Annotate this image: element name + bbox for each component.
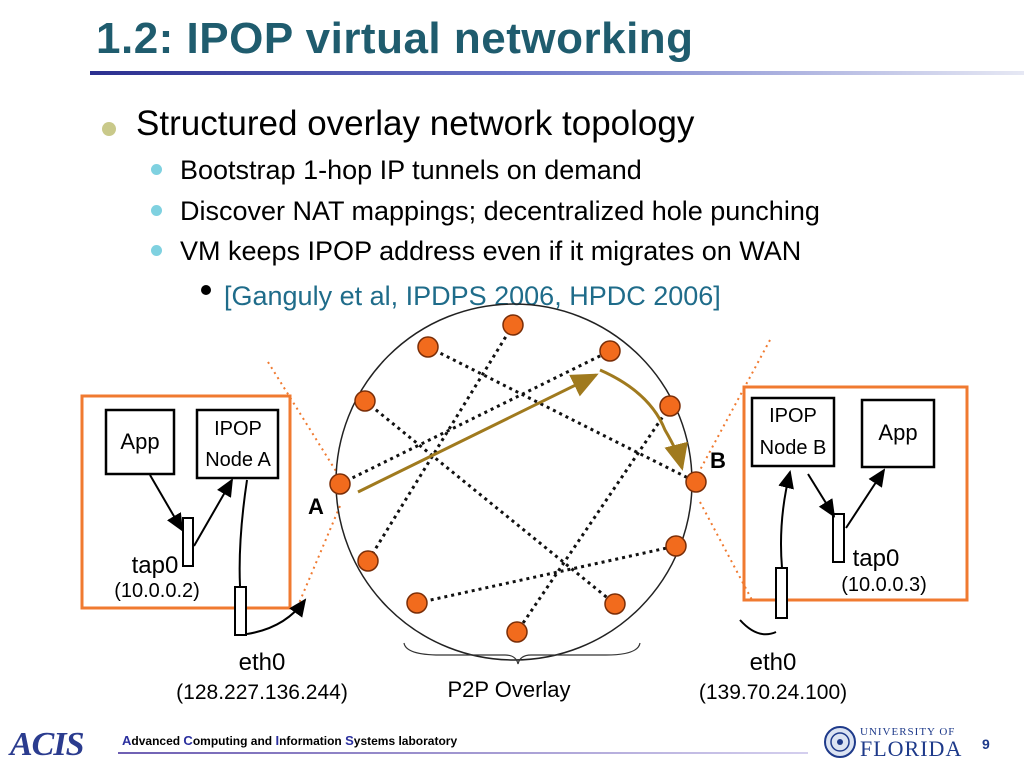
host-a-box bbox=[80, 394, 292, 610]
overlay-node bbox=[406, 592, 428, 614]
overlay-ring bbox=[335, 303, 693, 661]
eth0-b-pipe bbox=[775, 567, 788, 619]
ipop-node-b-line2: Node B bbox=[760, 437, 827, 459]
overlay-nodes bbox=[329, 314, 707, 643]
page-number: 9 bbox=[982, 736, 990, 752]
app-a-label: App bbox=[120, 429, 159, 454]
citation: [Ganguly et al, IPDPS 2006, HPDC 2006] bbox=[224, 281, 721, 311]
overlay-node bbox=[665, 535, 687, 557]
eth0-b-label: eth0 bbox=[750, 649, 797, 676]
ipop-node-b-box bbox=[750, 396, 836, 468]
uf-logo-big: FLORIDA bbox=[860, 736, 963, 761]
tap0-b-ip: (10.0.0.3) bbox=[841, 574, 927, 596]
arrow-app-to-tap bbox=[149, 474, 184, 532]
bullet-main: Structured overlay network topology bbox=[136, 104, 695, 143]
ipop-node-b-line1: IPOP bbox=[769, 405, 817, 427]
sub-sub-bullet-dot bbox=[201, 285, 211, 295]
overlay-node-b bbox=[685, 471, 707, 493]
tap0-a-ip: (10.0.0.2) bbox=[114, 580, 200, 602]
lab-name: Advanced Computing and Information Syste… bbox=[122, 733, 457, 748]
arrow-eth-to-ipop bbox=[778, 470, 794, 569]
sub-bullet-dot bbox=[151, 245, 162, 256]
tap0-b-pipe bbox=[832, 513, 845, 563]
sub-bullet-3: VM keeps IPOP address even if it migrate… bbox=[180, 236, 802, 266]
overlay-node bbox=[506, 621, 528, 643]
arrow-tap-to-ipop bbox=[193, 478, 233, 547]
eth0-b-ip: (139.70.24.100) bbox=[699, 681, 847, 704]
overlay-links bbox=[339, 324, 697, 633]
node-a-marker: A bbox=[308, 494, 324, 519]
title-underline bbox=[90, 71, 1024, 75]
uf-logo-small: UNIVERSITY OF bbox=[860, 726, 956, 738]
arrow-ipop-to-tap bbox=[807, 473, 836, 518]
lab-word: ystems laboratory bbox=[353, 734, 458, 748]
overlay-node bbox=[357, 550, 379, 572]
ipop-node-a-box bbox=[195, 408, 280, 480]
overlay-brace bbox=[403, 642, 641, 665]
arrow-eth-out bbox=[246, 598, 307, 635]
overlay-node bbox=[604, 593, 626, 615]
funnel-line bbox=[699, 501, 753, 601]
overlay-node bbox=[354, 390, 376, 412]
sub-bullet-1: Bootstrap 1-hop IP tunnels on demand bbox=[180, 155, 642, 185]
overlay-node bbox=[417, 336, 439, 358]
route-arrow bbox=[357, 373, 599, 494]
sub-bullet-dot bbox=[151, 205, 162, 216]
lab-cap-i: I bbox=[275, 733, 280, 748]
footer-underline bbox=[118, 752, 808, 754]
lab-cap-c: C bbox=[183, 733, 193, 748]
line-eth-in bbox=[739, 619, 777, 636]
tap0-a-pipe bbox=[182, 517, 194, 567]
ipop-node-a-line1: IPOP bbox=[214, 418, 262, 440]
overlay-node bbox=[502, 314, 524, 336]
overlay-node bbox=[659, 395, 681, 417]
sub-bullet-2: Discover NAT mappings; decentralized hol… bbox=[180, 196, 820, 226]
funnel-line bbox=[267, 361, 345, 485]
lab-cap-a: A bbox=[122, 733, 132, 748]
eth0-a-pipe bbox=[234, 586, 247, 636]
app-a-box bbox=[104, 408, 176, 476]
overlay-node-a bbox=[329, 473, 351, 495]
lab-word: omputing and bbox=[192, 734, 276, 748]
funnel-line bbox=[699, 339, 771, 471]
tap0-a-label: tap0 bbox=[132, 552, 179, 579]
app-b-label: App bbox=[878, 420, 917, 445]
lab-cap-s: S bbox=[345, 733, 354, 748]
uf-logo: UNIVERSITY OF FLORIDA bbox=[860, 727, 962, 760]
bullet-dot bbox=[102, 122, 116, 136]
lab-word: dvanced bbox=[131, 734, 184, 748]
app-b-box bbox=[860, 398, 936, 469]
route-arrow-curved bbox=[599, 368, 688, 471]
node-b-marker: B bbox=[710, 448, 726, 473]
sub-bullet-dot bbox=[151, 164, 162, 175]
ipop-node-a-line2: Node A bbox=[205, 449, 271, 471]
host-b-box bbox=[742, 385, 969, 602]
slide-title: 1.2: IPOP virtual networking bbox=[96, 14, 694, 63]
tap0-b-label: tap0 bbox=[853, 545, 900, 572]
overlay-node bbox=[599, 340, 621, 362]
funnel-line bbox=[296, 505, 341, 609]
eth0-a-ip: (128.227.136.244) bbox=[176, 681, 348, 704]
lab-word: nformation bbox=[279, 734, 346, 748]
uf-seal-icon bbox=[824, 726, 856, 758]
eth0-a-label: eth0 bbox=[239, 649, 286, 676]
arrow-tap-to-app bbox=[845, 468, 886, 529]
acis-logo: ACIS bbox=[10, 726, 84, 763]
line-ipop-to-eth bbox=[238, 479, 248, 587]
overlay-label: P2P Overlay bbox=[447, 677, 570, 702]
